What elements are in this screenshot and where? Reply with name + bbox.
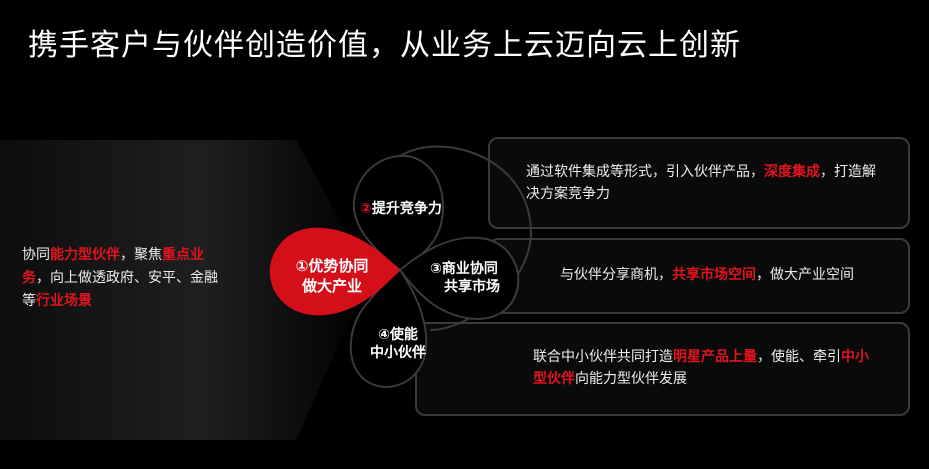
petal-top-text: 提升竞争力 bbox=[371, 201, 442, 217]
left-text-part: ，聚焦 bbox=[120, 247, 162, 263]
petal-center-line2: 做大产业 bbox=[301, 277, 362, 295]
box-text-part: 联合中小伙伴共同打造 bbox=[533, 349, 673, 365]
petal-top-number: ② bbox=[360, 201, 372, 217]
box-text-part: ，做大产业空间 bbox=[756, 267, 854, 283]
box-enablement: 联合中小伙伴共同打造明星产品上量，使能、牵引中小型伙伴向能力型伙伴发展 bbox=[415, 322, 910, 416]
page-title: 携手客户与伙伴创造价值，从业务上云迈向云上创新 bbox=[28, 28, 741, 63]
left-highlight: 重点业务 bbox=[22, 247, 204, 286]
left-text-part: ，向上做透政府、安平、金融等 bbox=[22, 270, 218, 309]
box-text-part: 通过软件集成等形式，引入伙伴产品， bbox=[526, 164, 764, 180]
left-description: 协同能力型伙伴，聚焦重点业务，向上做透政府、安平、金融等行业场景 bbox=[22, 244, 227, 313]
box-integration-text: 通过软件集成等形式，引入伙伴产品，深度集成，打造解决方案竞争力 bbox=[526, 161, 876, 205]
petal-bottom-line2: 中小伙伴 bbox=[370, 345, 426, 361]
petal-top-label: ②提升竞争力 bbox=[360, 200, 442, 218]
petal-center-label: ①优势协同 做大产业 bbox=[282, 256, 382, 296]
petal-right-label: ③商业协同 共享市场 bbox=[430, 260, 500, 296]
left-highlight: 能力型伙伴 bbox=[50, 247, 120, 263]
box-text-part: 向能力型伙伴发展 bbox=[575, 371, 687, 387]
petal-right bbox=[398, 236, 520, 320]
petal-right-line2: 共享市场 bbox=[444, 279, 500, 295]
box-integration: 通过软件集成等形式，引入伙伴产品，深度集成，打造解决方案竞争力 bbox=[488, 137, 910, 229]
box-text-part: ，打造解决方案竞争力 bbox=[526, 164, 876, 202]
box-highlight: 中小型伙伴 bbox=[533, 349, 869, 387]
petal-right-line1: ③商业协同 bbox=[430, 261, 498, 277]
box-text-part: ，使能、牵引 bbox=[757, 349, 841, 365]
box-highlight: 深度集成 bbox=[764, 164, 820, 180]
left-text-part: 协同 bbox=[22, 247, 50, 263]
box-enablement-text: 联合中小伙伴共同打造明星产品上量，使能、牵引中小型伙伴向能力型伙伴发展 bbox=[533, 346, 878, 390]
petal-bottom bbox=[349, 268, 428, 388]
box-highlight: 明星产品上量 bbox=[673, 349, 757, 365]
box-text-part: 与伙伴分享商机， bbox=[560, 267, 672, 283]
box-market-text: 与伙伴分享商机，共享市场空间，做大产业空间 bbox=[560, 264, 900, 286]
petal-center-line1: ①优势协同 bbox=[295, 257, 369, 275]
petal-center bbox=[269, 227, 400, 316]
left-highlight: 行业场景 bbox=[36, 293, 92, 309]
box-highlight: 共享市场空间 bbox=[672, 267, 756, 283]
petal-top bbox=[352, 154, 444, 272]
petal-bottom-line1: ④使能 bbox=[378, 327, 418, 343]
petal-bottom-label: ④使能 中小伙伴 bbox=[370, 326, 426, 362]
box-market: 与伙伴分享商机，共享市场空间，做大产业空间 bbox=[488, 238, 910, 314]
